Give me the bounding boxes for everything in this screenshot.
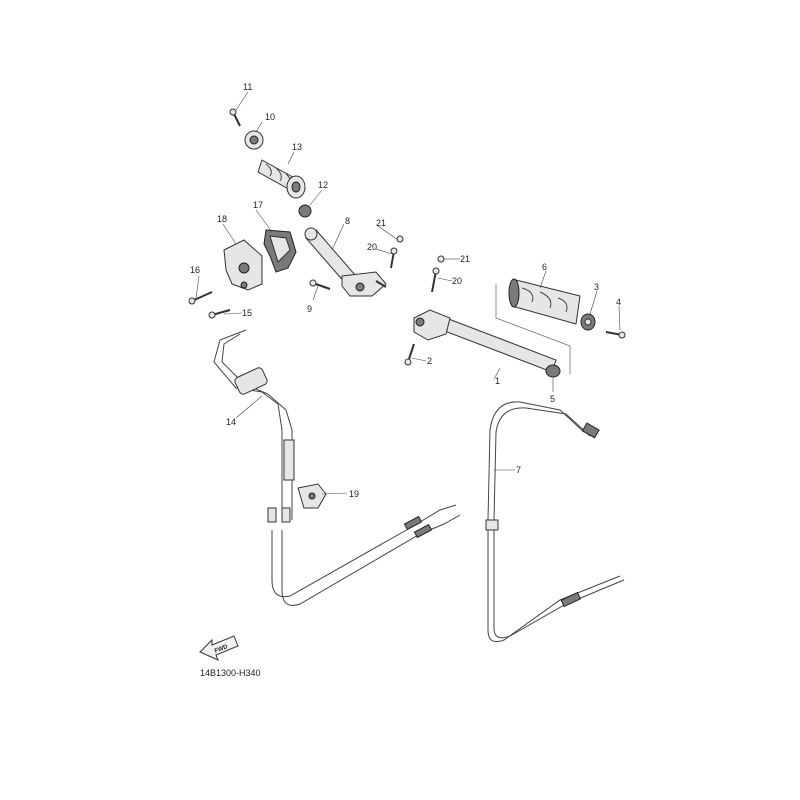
washer-21-lower xyxy=(437,255,445,263)
fwd-arrow-icon: FWD xyxy=(199,635,239,661)
callout-16: 16 xyxy=(190,265,200,275)
screw-9 xyxy=(309,279,331,290)
grip-bracket-line xyxy=(495,284,571,374)
callout-14: 14 xyxy=(226,417,236,427)
washer-21-upper xyxy=(396,235,404,243)
throttle-cables-14 xyxy=(213,329,461,606)
clutch-cable-7 xyxy=(485,401,625,643)
callout-12: 12 xyxy=(318,180,328,190)
screw-20-lower xyxy=(431,267,440,293)
collar-12 xyxy=(298,204,312,218)
throttle-grip-13 xyxy=(257,159,306,199)
callout-7: 7 xyxy=(516,465,521,475)
screw-20-upper xyxy=(390,247,398,269)
grip-end-10 xyxy=(244,130,264,150)
reference-code: 14B1300-H340 xyxy=(200,668,261,678)
callout-17: 17 xyxy=(253,200,263,210)
grip-end-3 xyxy=(580,313,596,331)
callout-2: 2 xyxy=(427,356,432,366)
leader-lines xyxy=(195,91,621,495)
cable-housing-18 xyxy=(223,239,263,291)
callout-9: 9 xyxy=(307,304,312,314)
callout-21-upper: 21 xyxy=(376,218,386,228)
callout-labels: 11 10 13 12 8 17 18 21 20 21 20 6 3 4 16… xyxy=(190,82,621,499)
callout-21-lower: 21 xyxy=(460,254,470,264)
fwd-label: FWD xyxy=(214,644,230,655)
callout-1: 1 xyxy=(495,376,500,386)
callout-15: 15 xyxy=(242,308,252,318)
cable-holder-19 xyxy=(297,483,327,509)
callout-18: 18 xyxy=(217,214,227,224)
grip-6 xyxy=(508,278,581,325)
callout-20-lower: 20 xyxy=(452,276,462,286)
screw-16 xyxy=(188,291,213,305)
callout-13: 13 xyxy=(292,142,302,152)
cable-housing-17 xyxy=(263,229,297,273)
throttle-tube-8 xyxy=(304,227,387,297)
callout-19: 19 xyxy=(349,489,359,499)
callout-20-upper: 20 xyxy=(367,242,377,252)
callout-8: 8 xyxy=(345,216,350,226)
screw-4 xyxy=(605,331,626,339)
screw-2 xyxy=(404,343,415,366)
callout-10: 10 xyxy=(265,112,275,122)
callout-5: 5 xyxy=(550,394,555,404)
screw-15 xyxy=(208,309,231,319)
callout-6: 6 xyxy=(542,262,547,272)
callout-11: 11 xyxy=(243,82,252,92)
callout-3: 3 xyxy=(594,282,599,292)
handlebar-1 xyxy=(413,309,557,373)
callout-4: 4 xyxy=(616,297,621,307)
weight-5 xyxy=(545,364,561,378)
screw-11 xyxy=(229,108,241,127)
